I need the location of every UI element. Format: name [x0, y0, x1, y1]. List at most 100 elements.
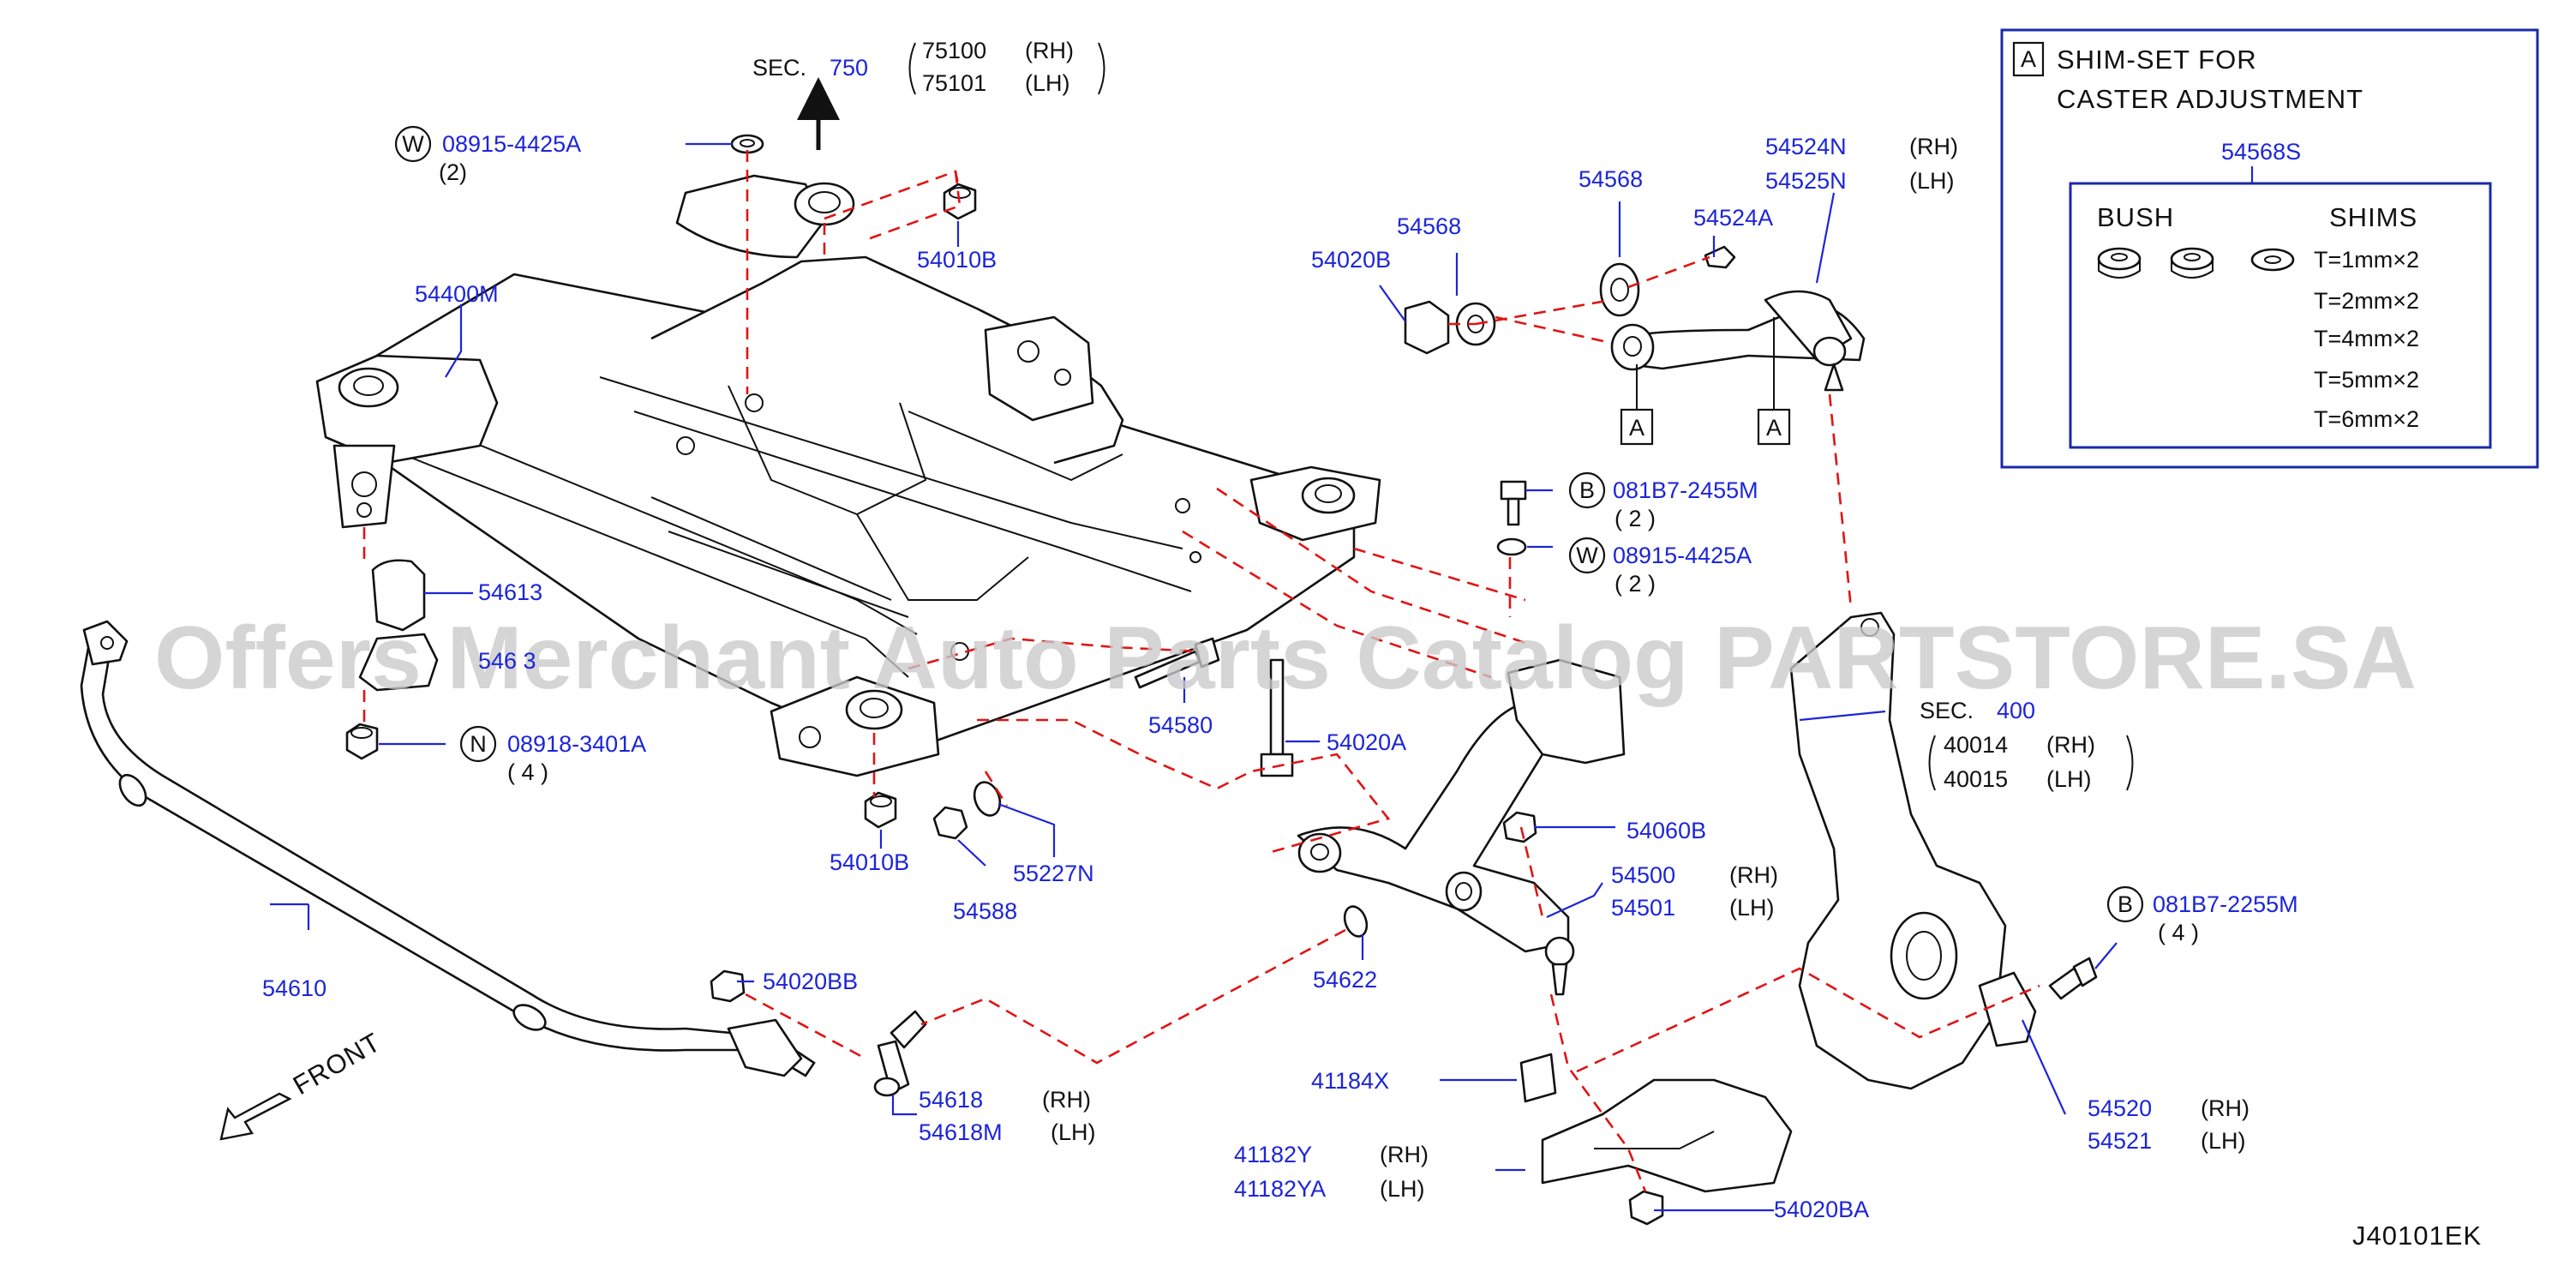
symbol-letter: W — [1576, 543, 1598, 568]
part-label-54010b[interactable]: 54010B — [830, 849, 909, 875]
part-qty: ( 4 ) — [507, 759, 548, 785]
shim-washer-icon — [2250, 248, 2295, 272]
bush-icon — [2170, 247, 2214, 279]
part-label-081b7-2255m[interactable]: 081B7-2255M — [2153, 891, 2298, 917]
diagram-code: J40101EK — [2352, 1221, 2482, 1251]
part-label-081b7-2455m[interactable]: 081B7-2455M — [1613, 477, 1758, 503]
shim-set-panel: A SHIM-SET FOR CASTER ADJUSTMENT 54568S … — [2000, 28, 2539, 469]
part-label-54618[interactable]: 54618 — [919, 1087, 983, 1113]
sec-750-reference: SEC. 750 75100 (RH) 75101 (LH) — [752, 38, 1105, 150]
sec-400-ref-side: (LH) — [2046, 766, 2092, 792]
symbol-letter: B — [1579, 477, 1595, 503]
part-qty: (2) — [439, 159, 467, 185]
part-label-54400m[interactable]: 54400M — [415, 281, 499, 307]
part-label-54610[interactable]: 54610 — [262, 975, 326, 1001]
sec-400-ref-code: 40015 — [1944, 766, 2008, 792]
sec-750-ref-code: 75100 — [922, 38, 986, 63]
part-side: (RH) — [1380, 1142, 1429, 1167]
part-label-54622[interactable]: 54622 — [1313, 967, 1377, 993]
part-label-54568[interactable]: 54568 — [1579, 166, 1643, 192]
leader-lines — [270, 142, 2118, 1212]
shim-col-shims: SHIMS — [2329, 202, 2417, 232]
part-label-54618m[interactable]: 54618M — [919, 1119, 1003, 1145]
front-direction-indicator: FRONT — [219, 1027, 386, 1141]
part-qty: ( 4 ) — [2158, 920, 2199, 945]
part-qty: ( 2 ) — [1614, 571, 1656, 597]
part-side: (LH) — [1729, 895, 1775, 921]
part-side: (RH) — [1042, 1087, 1091, 1113]
part-label-08918-3401a[interactable]: 08918-3401A — [507, 731, 646, 757]
part-label-54520[interactable]: 54520 — [2088, 1095, 2152, 1121]
bush-icon — [2097, 247, 2142, 279]
lower-control-arm-drawing — [1297, 658, 1626, 996]
shim-title-line2: CASTER ADJUSTMENT — [2057, 84, 2363, 114]
upper-link-drawing — [1404, 245, 1866, 392]
part-label-54524a[interactable]: 54524A — [1693, 205, 1773, 231]
part-side: (LH) — [1380, 1176, 1425, 1202]
part-label-54613[interactable]: 54613 — [478, 579, 542, 605]
nut-symbol-icon — [459, 725, 497, 763]
part-label-54020bb[interactable]: 54020BB — [763, 969, 858, 994]
part-label-54525n[interactable]: 54525N — [1765, 168, 1847, 194]
part-side: (LH) — [1909, 168, 1955, 194]
part-label-54588[interactable]: 54588 — [953, 898, 1017, 924]
part-label-54613-obscured[interactable]: 546 3 — [478, 648, 536, 674]
part-label-54501[interactable]: 54501 — [1611, 895, 1675, 921]
part-qty: ( 2 ) — [1614, 506, 1656, 531]
part-label-54060b[interactable]: 54060B — [1626, 818, 1706, 843]
shim-set-inner-box — [2069, 182, 2492, 449]
shim-marker-box — [2012, 41, 2045, 77]
part-label-54020b[interactable]: 54020B — [1311, 247, 1391, 273]
part-label-08915-4425a[interactable]: 08915-4425A — [442, 131, 581, 157]
part-side: (LH) — [2201, 1128, 2246, 1154]
symbol-letter: W — [402, 131, 424, 157]
part-label-54521[interactable]: 54521 — [2088, 1128, 2152, 1154]
shim-title-line1: SHIM-SET FOR — [2057, 45, 2257, 75]
washer-symbol-icon — [1568, 537, 1606, 574]
stabilizer-bar-drawing — [80, 620, 816, 1077]
hardware-drawings — [345, 134, 2098, 1226]
sec-750-number[interactable]: 750 — [830, 55, 868, 81]
part-label-41182ya[interactable]: 41182YA — [1234, 1176, 1326, 1202]
sec-400-number[interactable]: 400 — [1997, 698, 2035, 723]
sec-750-ref-side: (LH) — [1025, 70, 1070, 96]
shim-spec: T=1mm×2 — [2314, 247, 2419, 273]
bolt-symbol-icon — [2106, 885, 2144, 923]
shim-kit-code[interactable]: 54568S — [2221, 139, 2301, 165]
part-label-54020ba[interactable]: 54020BA — [1774, 1197, 1869, 1222]
part-label-41184x[interactable]: 41184X — [1311, 1068, 1389, 1094]
sec-400-reference: SEC. 400 40014 (RH) 40015 (LH) — [1920, 698, 2134, 792]
sec-750-prefix: SEC. — [752, 55, 806, 81]
dust-cover-drawing — [1519, 1053, 1793, 1193]
sec-400-ref-side: (RH) — [2046, 732, 2095, 758]
shim-spec: T=5mm×2 — [2314, 367, 2419, 393]
shim-spec: T=4mm×2 — [2314, 326, 2419, 351]
shim-marker: A — [2021, 46, 2036, 72]
part-label-54568[interactable]: 54568 — [1397, 213, 1461, 239]
sec-400-prefix: SEC. — [1920, 698, 1974, 723]
part-label-54010b[interactable]: 54010B — [917, 247, 997, 273]
part-label-08915-4425a[interactable]: 08915-4425A — [1613, 543, 1752, 568]
sec-750-ref-code: 75101 — [922, 70, 986, 96]
shim-spec: T=6mm×2 — [2314, 406, 2419, 432]
shim-spec: T=2mm×2 — [2314, 288, 2419, 314]
part-label-54500[interactable]: 54500 — [1611, 862, 1675, 888]
shim-set-outer-box — [2000, 28, 2539, 469]
part-label-41182y[interactable]: 41182Y — [1234, 1142, 1312, 1167]
symbol-letter: N — [470, 731, 487, 757]
front-subframe-drawing — [315, 174, 1381, 777]
part-label-54524n[interactable]: 54524N — [1765, 134, 1847, 159]
symbol-letter: B — [2118, 891, 2133, 917]
part-side: (RH) — [2201, 1095, 2250, 1121]
bolt-symbol-icon — [1568, 471, 1606, 509]
steering-knuckle-drawing — [1789, 611, 2037, 1090]
part-side: (LH) — [1051, 1119, 1096, 1145]
part-side: (RH) — [1729, 862, 1778, 888]
part-label-54020a[interactable]: 54020A — [1327, 729, 1406, 755]
part-label-55227n[interactable]: 55227N — [1013, 861, 1094, 886]
shim-col-bush: BUSH — [2097, 202, 2174, 232]
part-label-54580[interactable]: 54580 — [1148, 712, 1213, 738]
part-side: (RH) — [1909, 134, 1958, 159]
washer-symbol-icon — [394, 125, 432, 163]
